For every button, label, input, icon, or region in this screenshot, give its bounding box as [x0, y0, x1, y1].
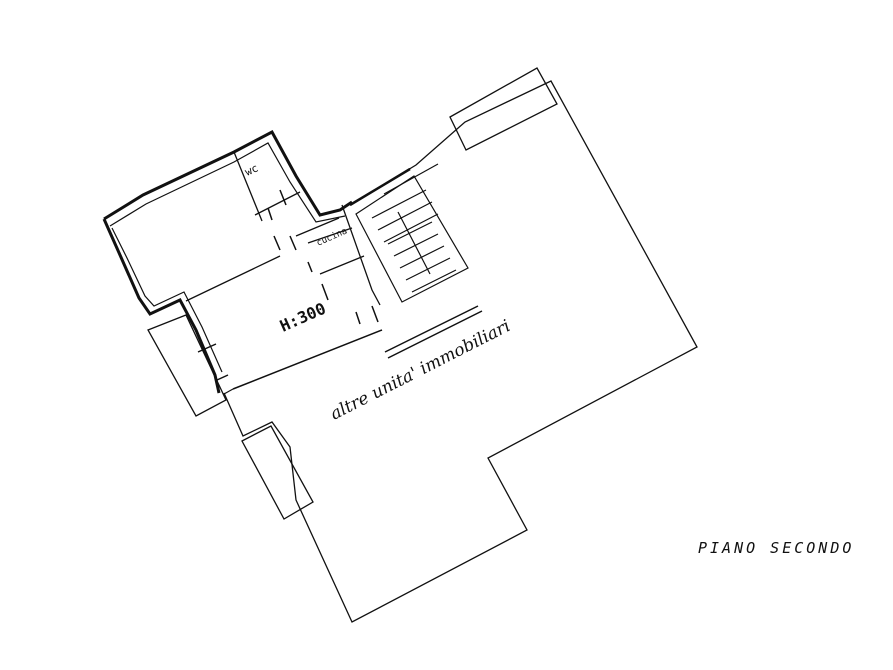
- apartment-walls: [102, 129, 383, 395]
- wc-label: wc: [243, 161, 260, 178]
- balconies: [147, 67, 558, 520]
- outer-building-outline: [223, 80, 698, 623]
- height-label: H:300: [277, 299, 329, 336]
- corridor-walls: [384, 305, 483, 359]
- other-units-label: altre unita' immobiliari: [327, 316, 514, 424]
- staircase: [349, 163, 469, 303]
- kitchen-label: cucina: [315, 226, 349, 248]
- labels: wc cucina H:300 altre unita' immobiliari…: [243, 161, 854, 557]
- floor-label: PIANO SECONDO: [698, 539, 854, 557]
